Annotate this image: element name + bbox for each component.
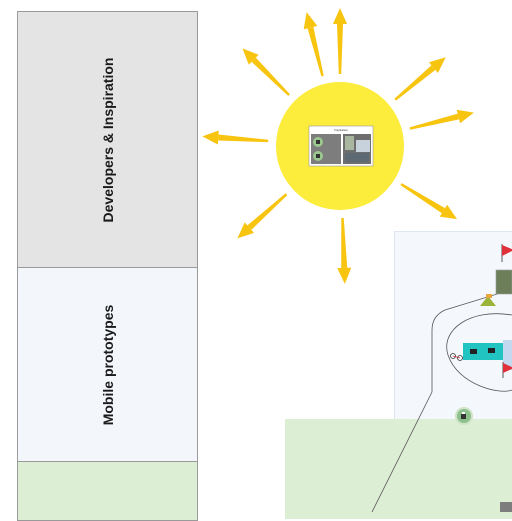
badge-icon bbox=[455, 407, 473, 425]
flag-icon bbox=[501, 244, 512, 262]
sun-ray-arrowhead bbox=[337, 267, 352, 284]
sun-ray bbox=[247, 193, 288, 230]
sun-ray bbox=[409, 113, 460, 130]
sun-ray-arrowhead bbox=[237, 222, 255, 239]
flag-icon bbox=[502, 362, 512, 378]
sun-ray-arrowhead bbox=[242, 48, 259, 65]
lane-developers-inspiration[interactable]: Developers & Inspiration bbox=[17, 11, 198, 268]
sun-ray bbox=[251, 57, 290, 96]
sun-ray-arrowhead bbox=[333, 8, 347, 24]
sun-ray bbox=[394, 65, 436, 101]
inspiration-card[interactable]: Inspiration bbox=[308, 125, 374, 167]
sun-ray-arrowhead bbox=[456, 109, 474, 124]
loop-ellipse bbox=[446, 313, 512, 392]
teal-camera-block bbox=[463, 340, 512, 370]
landscape-thumbnail bbox=[495, 269, 512, 295]
green-area[interactable] bbox=[285, 419, 512, 519]
lane-mobile-prototypes[interactable]: Mobile prototypes bbox=[17, 267, 198, 462]
sun-ray bbox=[307, 26, 324, 77]
tent-icon bbox=[480, 294, 496, 306]
sun-ray-arrowhead bbox=[202, 130, 219, 145]
sun-ray-arrowhead bbox=[439, 204, 458, 220]
sun-ray bbox=[218, 134, 269, 143]
sun-ray bbox=[337, 24, 343, 74]
bicycle-icon bbox=[450, 353, 463, 361]
connector-line bbox=[371, 391, 433, 512]
connector-line bbox=[431, 289, 512, 392]
sun-rays bbox=[202, 8, 474, 284]
sun-ray bbox=[400, 183, 446, 214]
sun-ray bbox=[341, 217, 348, 269]
sun-ray-arrowhead bbox=[303, 12, 318, 30]
sun-ray-arrowhead bbox=[428, 57, 446, 73]
card-heading: Inspiration bbox=[334, 128, 348, 132]
prototype-panel[interactable] bbox=[394, 231, 512, 421]
bottom-thumbnail bbox=[500, 502, 512, 512]
